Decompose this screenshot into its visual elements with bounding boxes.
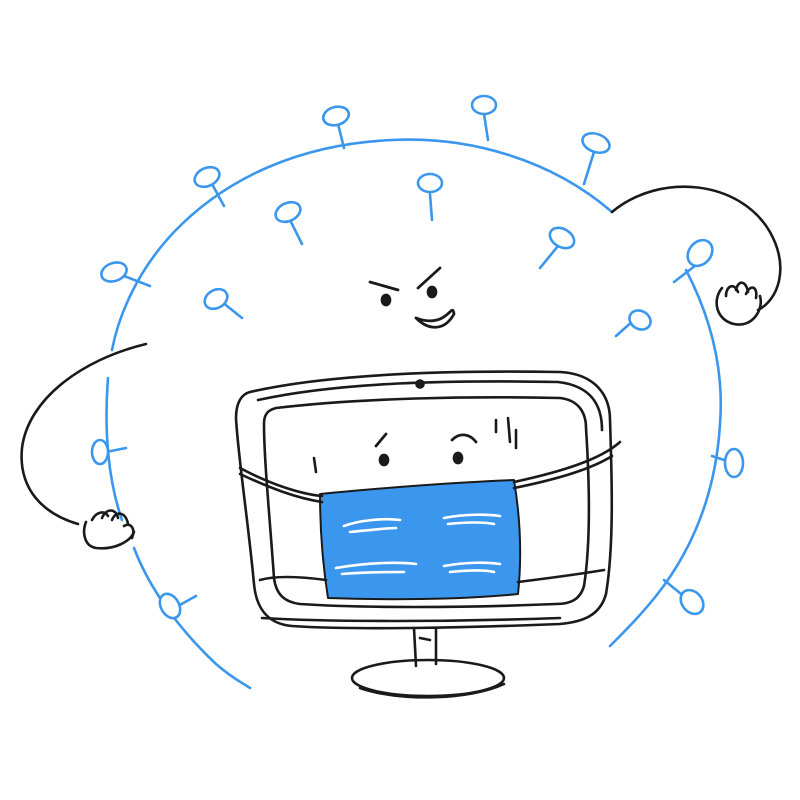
sweat-drops <box>312 416 518 474</box>
virus-left-eye <box>380 293 392 307</box>
monitor-screen-frame <box>262 396 591 609</box>
virus-spike <box>662 578 705 616</box>
virus-left-arm <box>20 342 148 526</box>
virus-spike <box>321 105 351 150</box>
face-mask-icon <box>238 440 622 601</box>
virus-spike <box>614 309 652 338</box>
monitor-camera-dot <box>415 379 425 389</box>
virus-spike <box>470 94 498 142</box>
computer-face <box>374 432 478 467</box>
virus-spike <box>538 226 576 270</box>
monitor-outer-bezel <box>234 370 614 630</box>
mask-body <box>319 479 522 601</box>
virus-spike <box>193 165 226 208</box>
computer-right-eyebrow <box>450 433 478 444</box>
virus-right-eye <box>426 285 438 299</box>
virus-spikes <box>90 94 745 620</box>
virus-icon <box>90 94 745 690</box>
virus-spike <box>100 261 152 288</box>
virus-right-fist <box>715 281 763 326</box>
virus-grin <box>414 308 456 329</box>
computer-left-eye <box>378 453 390 467</box>
virus-face <box>368 266 456 329</box>
computer-left-eyebrow <box>374 432 388 448</box>
virus-spike <box>274 200 304 246</box>
virus-spike <box>158 592 198 620</box>
computer-right-eye <box>452 451 464 465</box>
virus-arms <box>20 185 782 550</box>
virus-spike <box>581 131 611 186</box>
virus-spike <box>672 238 714 284</box>
virus-spike <box>90 438 128 466</box>
computer-monitor-icon <box>234 370 614 699</box>
virus-spike <box>710 447 745 479</box>
virus-right-eyebrow <box>416 266 442 290</box>
virus-left-eyebrow <box>368 280 400 292</box>
virus-right-arm <box>610 185 782 312</box>
monitor-stand <box>350 626 506 699</box>
mask-folds <box>334 513 502 576</box>
virus-spike <box>203 287 244 320</box>
virus-spike <box>416 172 444 222</box>
virus-left-fist <box>82 509 136 550</box>
mask-straps <box>238 440 622 584</box>
